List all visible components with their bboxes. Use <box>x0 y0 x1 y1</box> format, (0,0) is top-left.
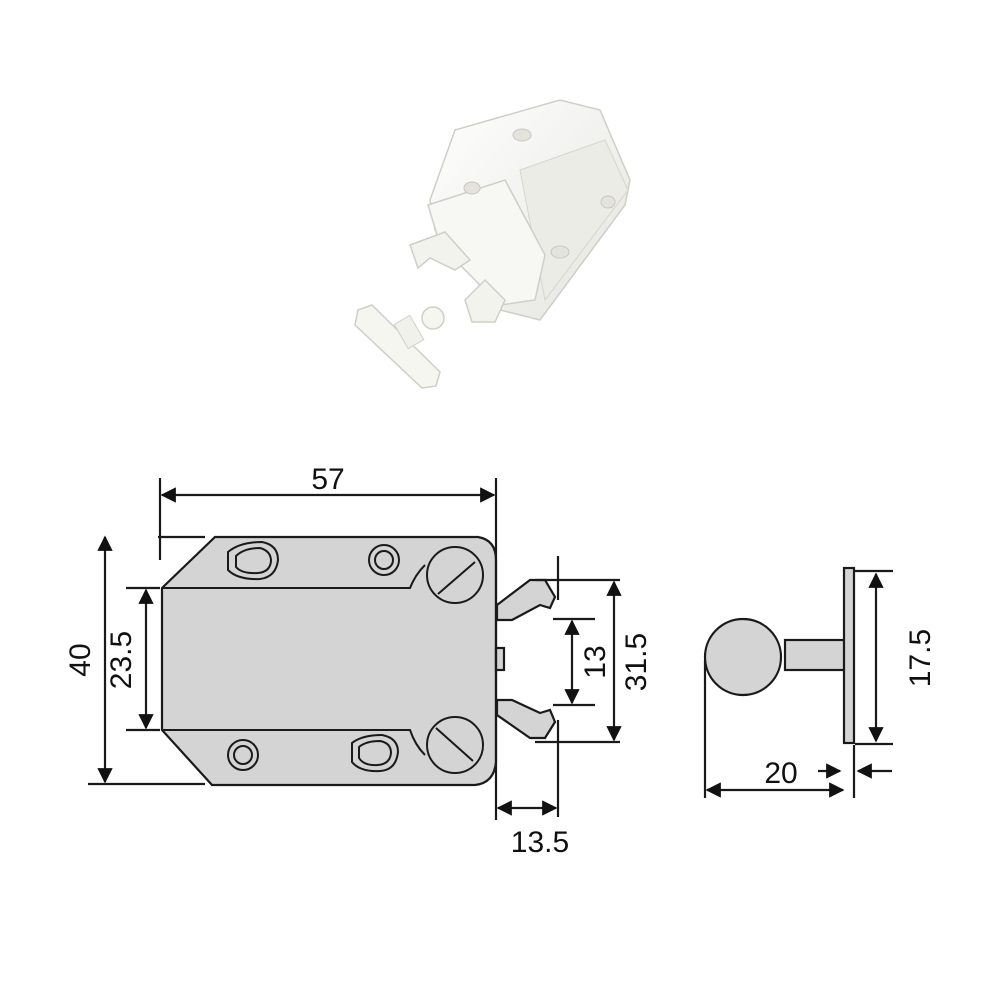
dim-23-5: 23.5 <box>105 631 138 689</box>
latch-body-drawing <box>160 535 557 787</box>
catch-drawing <box>703 566 893 798</box>
dimension-lines <box>88 478 622 820</box>
dim-20: 20 <box>764 757 797 790</box>
dim-40: 40 <box>64 643 97 676</box>
dim-57: 57 <box>311 463 344 496</box>
dim-13-5: 13.5 <box>511 826 569 859</box>
dim-17-5: 17.5 <box>904 629 937 687</box>
product-photo <box>354 99 631 389</box>
dim-13: 13 <box>579 645 612 678</box>
dim-31-5: 31.5 <box>620 633 653 691</box>
